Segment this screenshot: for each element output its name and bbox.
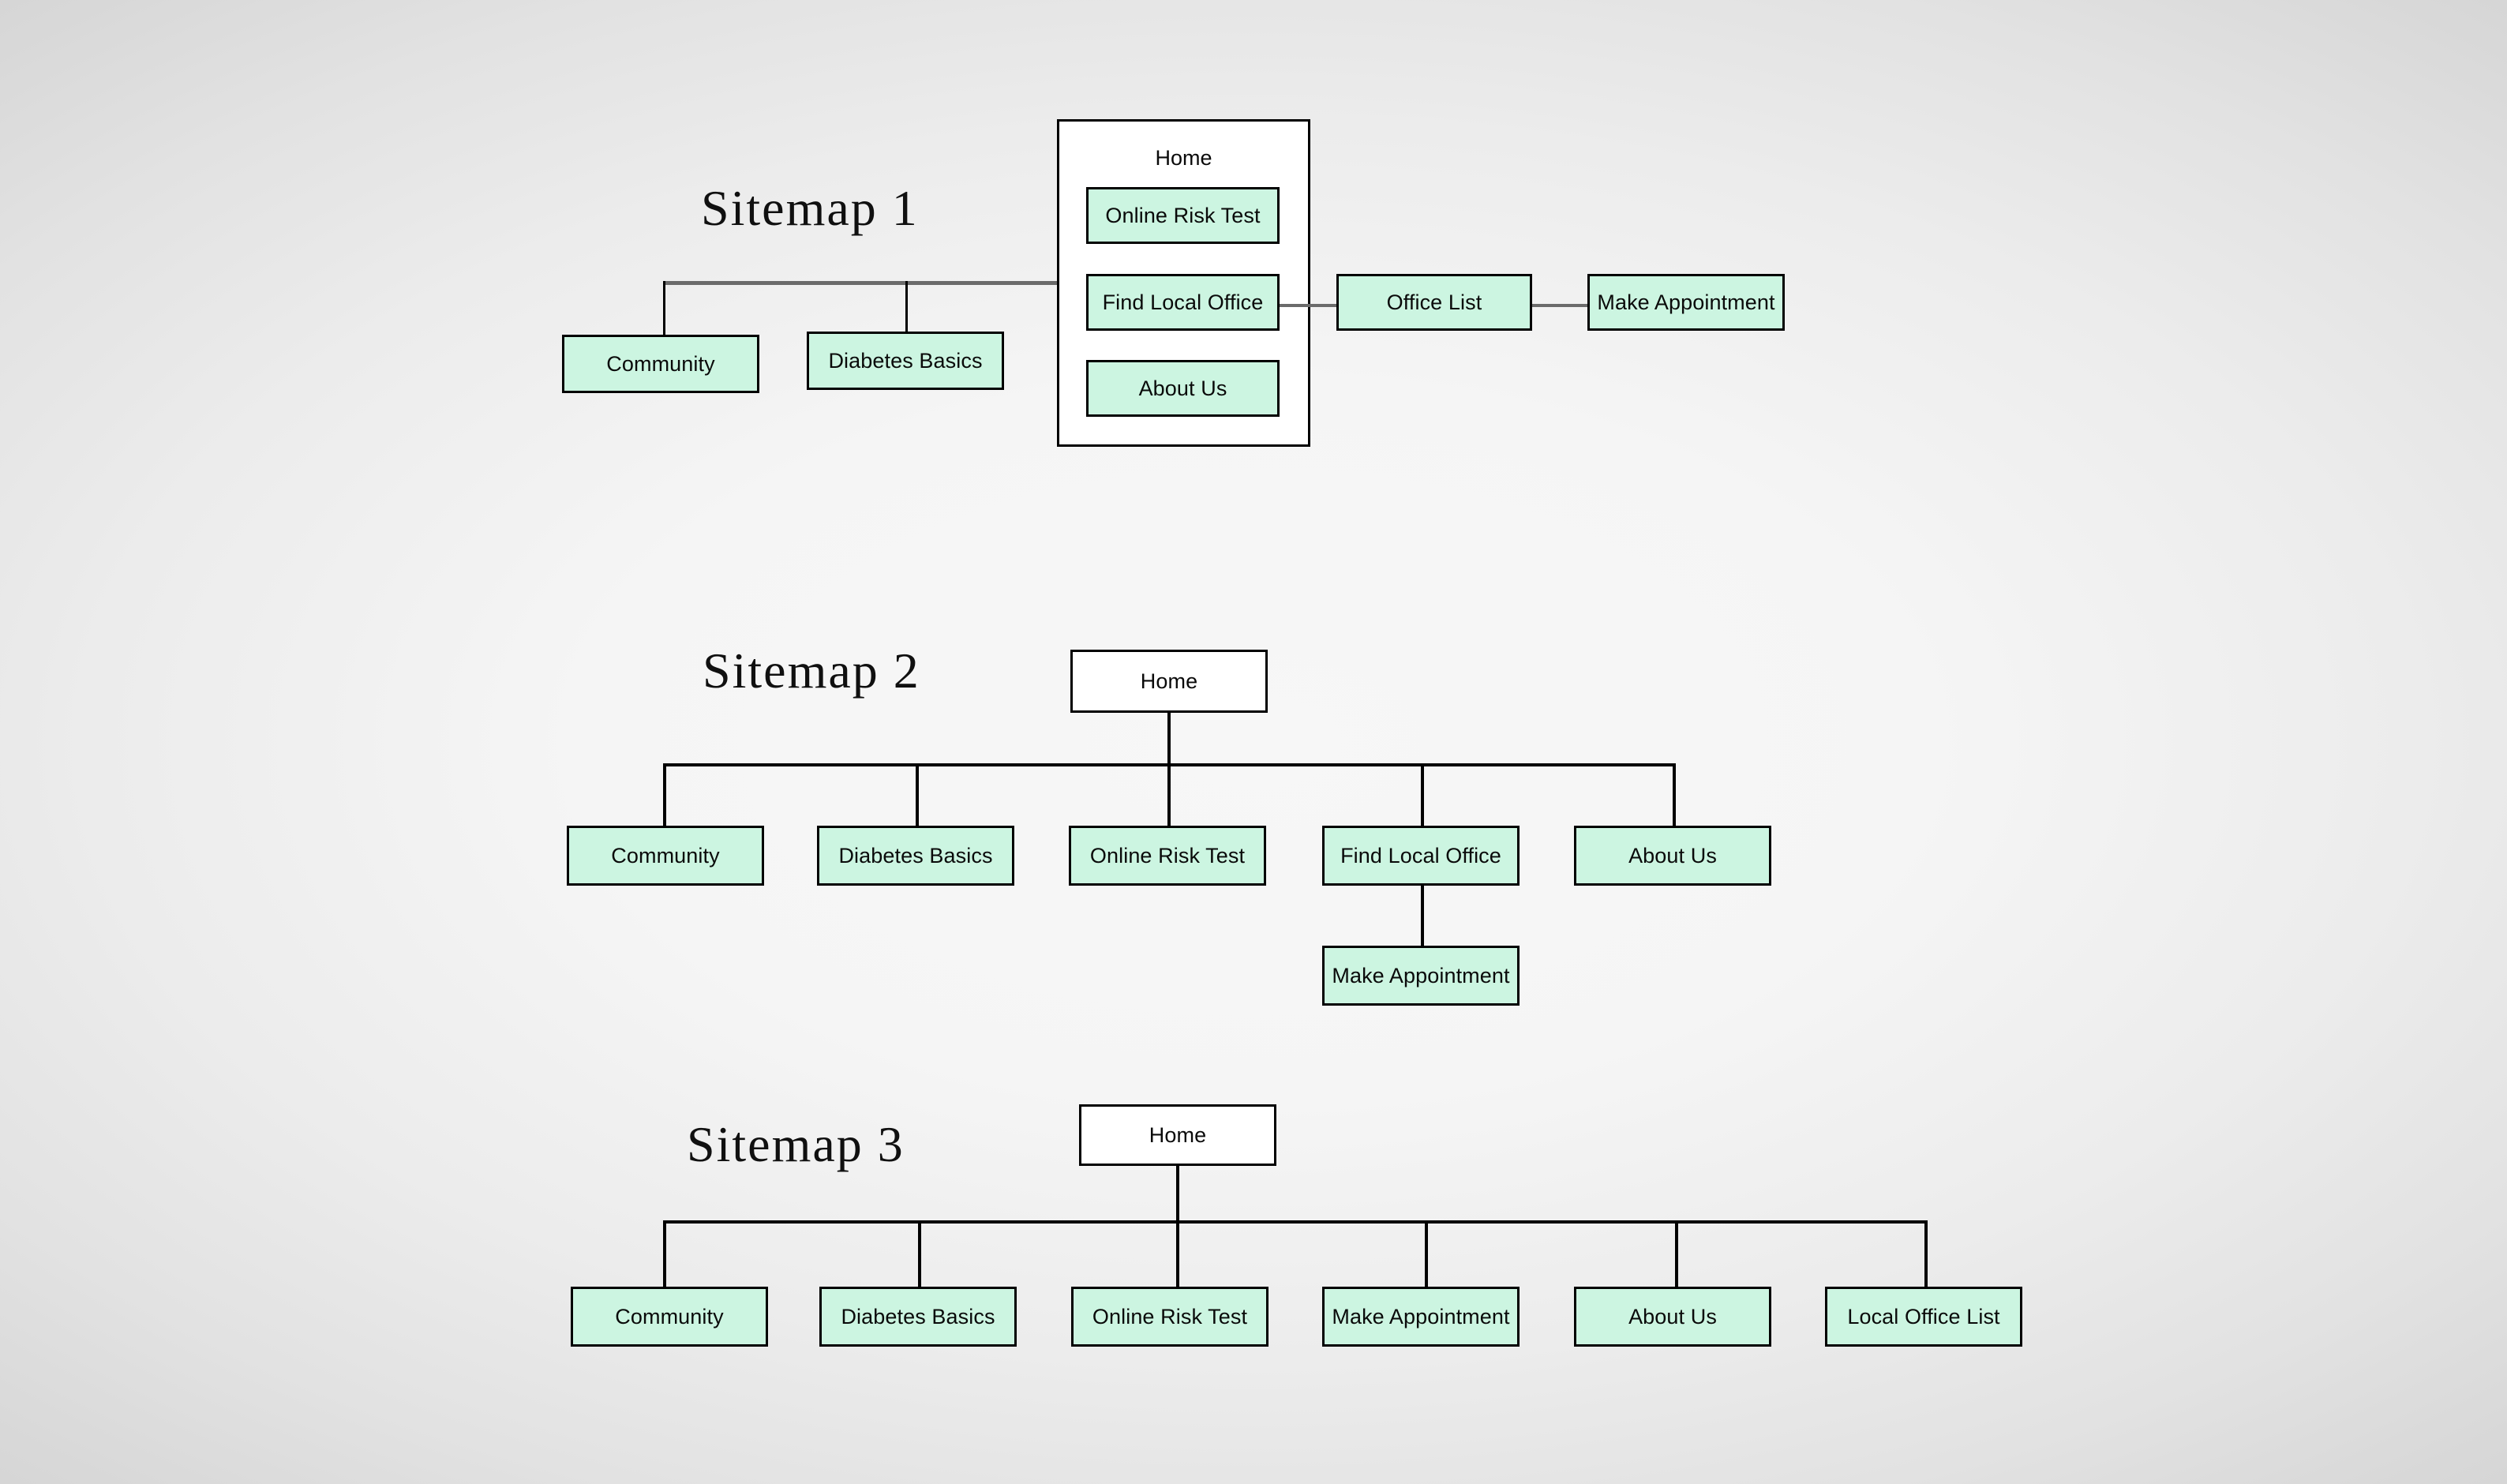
sitemap-3-drop-diabetes-basics [918,1220,921,1288]
sitemap-1-node-online-risk-test[interactable]: Online Risk Test [1086,187,1280,244]
sitemap-2-drop-community [663,763,666,828]
sitemap-3-node-home[interactable]: Home [1079,1104,1276,1166]
sitemap-2-title: Sitemap 2 [703,643,920,699]
sitemap-1-drop-diabetes [905,281,908,336]
sitemap-1-node-find-local-office[interactable]: Find Local Office [1086,274,1280,331]
sitemap-2-drop-diabetes-basics [916,763,919,828]
sitemap-3-drop-online-risk-test [1176,1220,1179,1288]
sitemap-1-drop-community [663,281,665,336]
sitemap-2-node-home[interactable]: Home [1070,650,1268,713]
sitemap-1-node-diabetes-basics[interactable]: Diabetes Basics [807,332,1004,390]
sitemap-3-node-about-us[interactable]: About Us [1574,1287,1771,1347]
sitemap-1-node-make-appointment[interactable]: Make Appointment [1587,274,1785,331]
sitemap-3-node-diabetes-basics[interactable]: Diabetes Basics [819,1287,1017,1347]
sitemap-3-drop-make-appointment [1425,1220,1428,1288]
sitemap-2-node-find-local-office[interactable]: Find Local Office [1322,826,1520,886]
sitemap-1-link-make-appointment [1532,304,1587,307]
sitemap-2-trunk [1167,713,1171,766]
sitemap-1-home-label: Home [1155,146,1212,170]
sitemap-3-trunk [1176,1166,1179,1224]
sitemap-3-bus-line [663,1220,1928,1224]
sitemap-1-title: Sitemap 1 [701,180,919,236]
sitemap-2-node-diabetes-basics[interactable]: Diabetes Basics [817,826,1014,886]
sitemap-3-node-make-appointment[interactable]: Make Appointment [1322,1287,1520,1347]
sitemap-2-node-community[interactable]: Community [567,826,764,886]
sitemap-3-node-online-risk-test[interactable]: Online Risk Test [1071,1287,1268,1347]
sitemap-3-drop-local-office-list [1924,1220,1928,1288]
sitemap-1-node-community[interactable]: Community [562,335,759,393]
sitemap-3-drop-about-us [1675,1220,1678,1288]
sitemap-1-bus-line [663,281,1058,285]
sitemap-3-node-community[interactable]: Community [571,1287,768,1347]
sitemap-2-node-about-us[interactable]: About Us [1574,826,1771,886]
sitemap-2-node-make-appointment[interactable]: Make Appointment [1322,946,1520,1006]
sitemap-2-drop-make-appointment [1421,886,1424,947]
sitemap-2-drop-about-us [1673,763,1676,828]
sitemap-3-node-local-office-list[interactable]: Local Office List [1825,1287,2022,1347]
sitemap-1-node-about-us[interactable]: About Us [1086,360,1280,417]
sitemap-2-node-online-risk-test[interactable]: Online Risk Test [1069,826,1266,886]
sitemap-1-node-office-list[interactable]: Office List [1336,274,1532,331]
sitemap-2-drop-find-local-office [1421,763,1424,828]
sitemap-3-drop-community [663,1220,666,1288]
sitemap-2-drop-online-risk-test [1167,763,1171,828]
sitemap-1-link-office-list [1280,304,1336,307]
sitemap-3-title: Sitemap 3 [687,1116,905,1172]
